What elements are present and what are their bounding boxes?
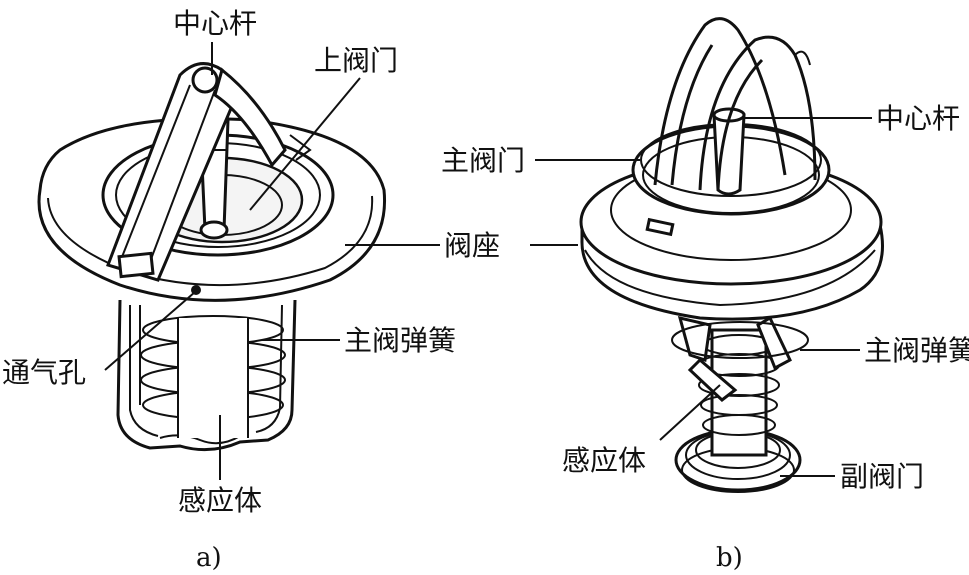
label-upper-valve-a: 上阀门 <box>314 44 398 77</box>
label-aux-valve-b: 副阀门 <box>840 460 924 493</box>
center-rod-b <box>712 107 746 196</box>
label-main-spring-b: 主阀弹簧 <box>864 334 969 367</box>
bridge-b <box>653 17 817 191</box>
thermostat-a <box>37 62 387 452</box>
caption-b: b) <box>716 543 743 573</box>
thermostat-b <box>579 17 884 493</box>
leader-vent-hole-a <box>104 291 196 371</box>
valve-seat-b <box>579 123 884 321</box>
aux-valve-b <box>674 428 802 493</box>
leader-sensor-b <box>659 384 721 441</box>
sensor-b <box>677 315 792 457</box>
label-sensor-a: 感应体 <box>178 484 262 517</box>
label-center-rod-a: 中心杆 <box>173 7 257 40</box>
label-main-valve-b: 主阀门 <box>441 144 525 177</box>
bridge-a <box>106 62 287 282</box>
main-spring-a <box>140 315 286 438</box>
labels: 中心杆 上阀门 阀座 通气孔 主阀弹簧 感应体 a) 中心杆 主阀门 主阀弹簧 … <box>2 7 969 573</box>
label-main-spring-a: 主阀弹簧 <box>344 324 456 357</box>
main-spring-b <box>671 321 809 359</box>
caption-a: a) <box>196 543 222 573</box>
label-valve-seat: 阀座 <box>444 229 500 262</box>
label-vent-hole-a: 通气孔 <box>2 356 86 389</box>
leader-upper-valve-a <box>249 77 361 211</box>
leader-lines <box>104 42 872 480</box>
label-center-rod-b: 中心杆 <box>876 102 960 135</box>
label-sensor-b: 感应体 <box>562 444 646 477</box>
